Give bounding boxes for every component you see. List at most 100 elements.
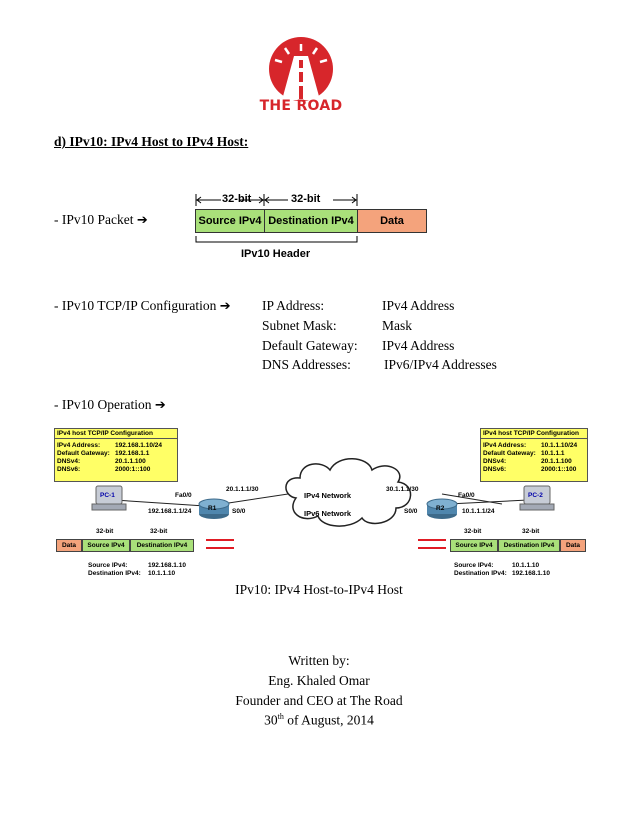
right-src-line: Source IPv4: 10.1.1.10 (454, 562, 539, 569)
cfg-value: 10.1.1.10/24 (541, 442, 578, 449)
pc1-icon (91, 485, 127, 511)
right-bit-label: 32-bit (464, 528, 482, 535)
pc1-label: PC-1 (100, 492, 115, 499)
left-packet-data: Data (56, 539, 82, 552)
r1-label: R1 (208, 505, 217, 512)
right-dst-line: Destination IPv4: 192.168.1.10 (454, 570, 550, 577)
date-day: 30 (264, 712, 278, 728)
arrow-right-icon: ➔ (219, 299, 231, 314)
src-value: 10.1.1.10 (512, 562, 540, 569)
logo-text: THE ROAD (259, 98, 343, 114)
cfg-key: DNSv6: (483, 466, 507, 473)
config-key-mask: Subnet Mask: (262, 318, 337, 333)
dim-right-label: 32-bit (291, 193, 321, 205)
config-key: IP Address: (262, 298, 325, 313)
router-r2-icon (426, 498, 458, 519)
config-row-ip: IP Address: (262, 298, 324, 314)
cfg-value: 10.1.1.1 (541, 450, 565, 457)
r2-serial-port: S0/0 (404, 508, 418, 515)
arrow-right-icon: ➔ (136, 213, 148, 228)
section-heading: d) IPv10: IPv4 Host to IPv4 Host: (54, 134, 249, 149)
cfg-key: Default Gateway: (483, 450, 536, 457)
r2-wan-ip: 30.1.1.1/30 (386, 486, 419, 493)
dst-value: 10.1.1.10 (148, 570, 176, 577)
cfg-value: 20.1.1.100 (541, 458, 572, 465)
pc2-label: PC-2 (528, 492, 543, 499)
packet-dimension-lines (195, 194, 358, 243)
cfg-key: DNSv4: (57, 458, 81, 465)
dst-label: Destination IPv4: (88, 570, 141, 577)
left-packet-src: Source IPv4 (82, 539, 130, 552)
packet-label-line: - IPv10 Packet ➔ (54, 212, 148, 228)
cloud-ipv6-label: IPv6 Network (304, 509, 352, 518)
left-dst-line: Destination IPv4: 10.1.1.10 (88, 570, 175, 577)
r2-label: R2 (436, 505, 445, 512)
r1-lan-ip: 192.168.1.1/24 (148, 508, 192, 515)
author-name: Eng. Khaled Omar (268, 673, 370, 688)
right-packet-bar: Source IPv4 Destination IPv4 Data (450, 539, 586, 552)
left-packet-dst: Destination IPv4 (130, 539, 194, 552)
dst-label: Destination IPv4: (454, 570, 507, 577)
src-label: Source IPv4: (454, 562, 494, 569)
cfg-value: 2000:1::100 (541, 466, 577, 473)
left-host-config: IPv4 host TCP/IP Configuration IPv4 Addr… (54, 428, 178, 482)
operation-label: - IPv10 Operation (54, 397, 152, 412)
dst-value: 192.168.1.10 (512, 570, 550, 577)
right-config-title: IPv4 host TCP/IP Configuration (481, 429, 587, 439)
cfg-value: 192.168.1.1 (115, 450, 150, 457)
right-packet-dst: Destination IPv4 (498, 539, 560, 552)
r1-serial-port: S0/0 (232, 508, 246, 515)
operation-label-line: - IPv10 Operation ➔ (54, 397, 166, 413)
config-label: - IPv10 TCP/IP Configuration (54, 298, 217, 313)
packet-header-label: IPv10 Header (241, 248, 311, 260)
logo: THE ROAD (254, 36, 394, 120)
dim-left-label: 32-bit (222, 193, 252, 205)
left-config-title: IPv4 host TCP/IP Configuration (55, 429, 177, 439)
left-packet-bar: Data Source IPv4 Destination IPv4 (56, 539, 194, 552)
config-label-line: - IPv10 TCP/IP Configuration ➔ (54, 298, 231, 314)
left-bit-label: 32-bit (96, 528, 114, 535)
right-packet-src: Source IPv4 (450, 539, 498, 552)
right-packet-data: Data (560, 539, 586, 552)
src-value: 192.168.1.10 (148, 562, 186, 569)
cfg-value: 192.168.1.10/24 (115, 442, 162, 449)
arrow-right-icon: ➔ (154, 398, 166, 413)
packet-label: - IPv10 Packet (54, 212, 134, 227)
config-key-dns: DNS Addresses: (262, 357, 351, 372)
config-key-gateway: Default Gateway: (262, 338, 358, 353)
date-rest: of August, 2014 (283, 712, 374, 728)
packet-destination-field: Destination IPv4 (264, 209, 358, 233)
config-val-gateway: IPv4 Address (382, 338, 455, 353)
config-val-mask: Mask (382, 318, 412, 333)
network-diagram: IPv4 host TCP/IP Configuration IPv4 Addr… (50, 424, 588, 584)
cloud-icon (285, 458, 412, 527)
cloud-ipv4-label: IPv4 Network (304, 491, 352, 500)
r2-lan-ip: 10.1.1.1/24 (462, 508, 495, 515)
r1-fa-port: Fa0/0 (175, 492, 192, 499)
src-label: Source IPv4: (88, 562, 128, 569)
cfg-key: DNSv4: (483, 458, 507, 465)
cfg-key: IPv4 Address: (57, 442, 101, 449)
left-src-line: Source IPv4: 192.168.1.10 (88, 562, 186, 569)
config-val-ip: IPv4 Address (382, 298, 455, 313)
left-bit-label: 32-bit (150, 528, 168, 535)
packet-data-field: Data (357, 209, 427, 233)
author-date: 30th of August, 2014 (0, 712, 638, 729)
r1-wan-ip: 20.1.1.1/30 (226, 486, 259, 493)
pc2-icon (519, 485, 555, 511)
right-bit-label: 32-bit (522, 528, 540, 535)
packet-diagram: 32-bit 32-bit Source IPv4 Destination IP… (195, 192, 427, 264)
topology-graphics (91, 458, 555, 549)
cfg-value: 2000:1::100 (115, 466, 151, 473)
r2-fa-port: Fa0/0 (458, 492, 475, 499)
cfg-key: Default Gateway: (57, 450, 110, 457)
cfg-key: DNSv6: (57, 466, 81, 473)
figure-caption: IPv10: IPv4 Host-to-IPv4 Host (235, 582, 403, 597)
cfg-value: 20.1.1.100 (115, 458, 146, 465)
packet-source-field: Source IPv4 (195, 209, 265, 233)
date-suffix: th (277, 712, 284, 721)
right-host-config: IPv4 host TCP/IP Configuration IPv4 Addr… (480, 428, 588, 482)
written-by: Written by: (288, 653, 350, 668)
packet-bar: Source IPv4 Destination IPv4 Data (195, 209, 427, 233)
author-title: Founder and CEO at The Road (235, 693, 403, 708)
